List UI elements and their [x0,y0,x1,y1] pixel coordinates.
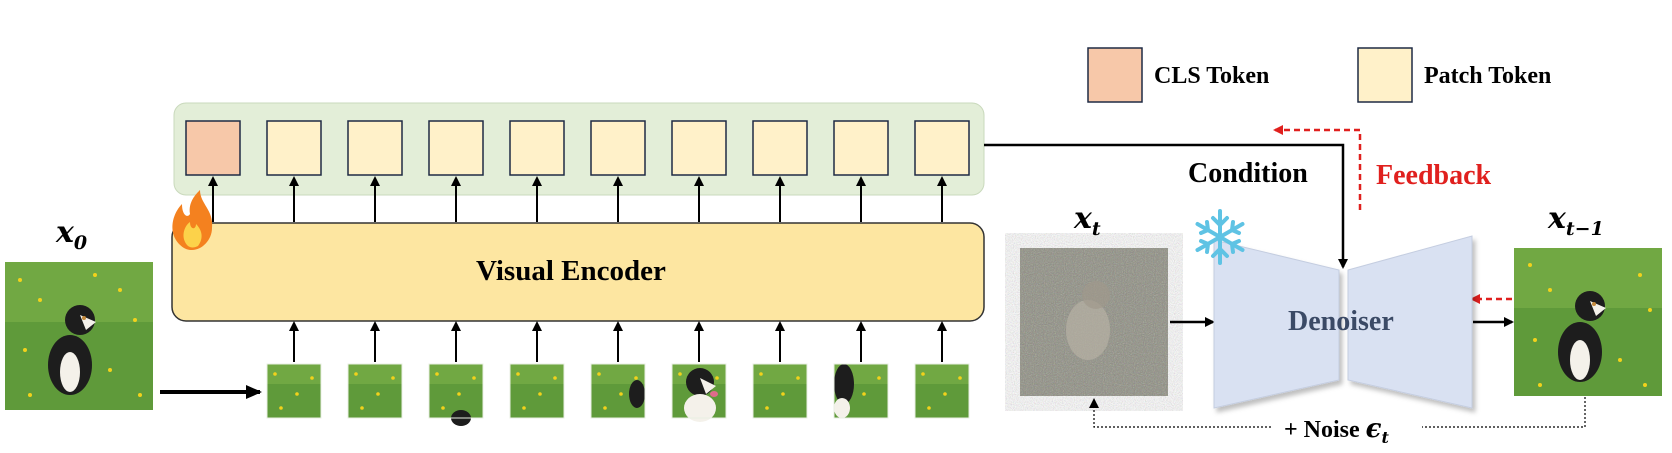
patch-token [914,120,970,176]
legend-patch-label: Patch Token [1424,63,1552,89]
denoiser-label: Denoiser [1288,306,1394,337]
dog-figure [48,305,96,395]
patch-token [509,120,565,176]
cls-token [185,120,241,176]
patch-token [590,120,646,176]
image-patch [914,363,970,419]
patch-token [266,120,322,176]
image-patch [590,363,646,419]
image-patch [347,363,403,419]
input-image-label: x0 [56,215,88,254]
patch-token [833,120,889,176]
noise-label-bg [1272,412,1422,442]
image-patch [833,363,889,419]
patch-token [428,120,484,176]
xt1-label: xt−1 [1548,201,1604,240]
image-patch [752,363,808,419]
image-patch [428,363,484,426]
noisy-image [1020,248,1168,396]
snowflake-icon [1195,209,1245,265]
legend-cls-label: CLS Token [1154,63,1270,89]
patch-token [671,120,727,176]
patch-token [347,120,403,176]
xt-label: xt [1074,201,1101,240]
visual-encoder-label: Visual Encoder [476,255,666,287]
denoiser-block [1213,235,1473,409]
condition-label: Condition [1188,158,1308,189]
fire-icon [172,190,213,250]
visual-encoder-block [171,222,985,322]
patch-token [752,120,808,176]
feedback-arrow [1273,125,1362,210]
image-patch [509,363,565,419]
image-patch [671,363,727,422]
legend-patch-swatch [1357,47,1413,103]
denoised-image [1514,248,1662,396]
feedback-label: Feedback [1376,160,1492,191]
condition-arrow [984,143,1348,269]
legend-cls-swatch [1087,47,1143,103]
input-image [5,262,153,410]
noise-label: + Noise ϵt [1284,414,1389,447]
image-patch [266,363,322,419]
